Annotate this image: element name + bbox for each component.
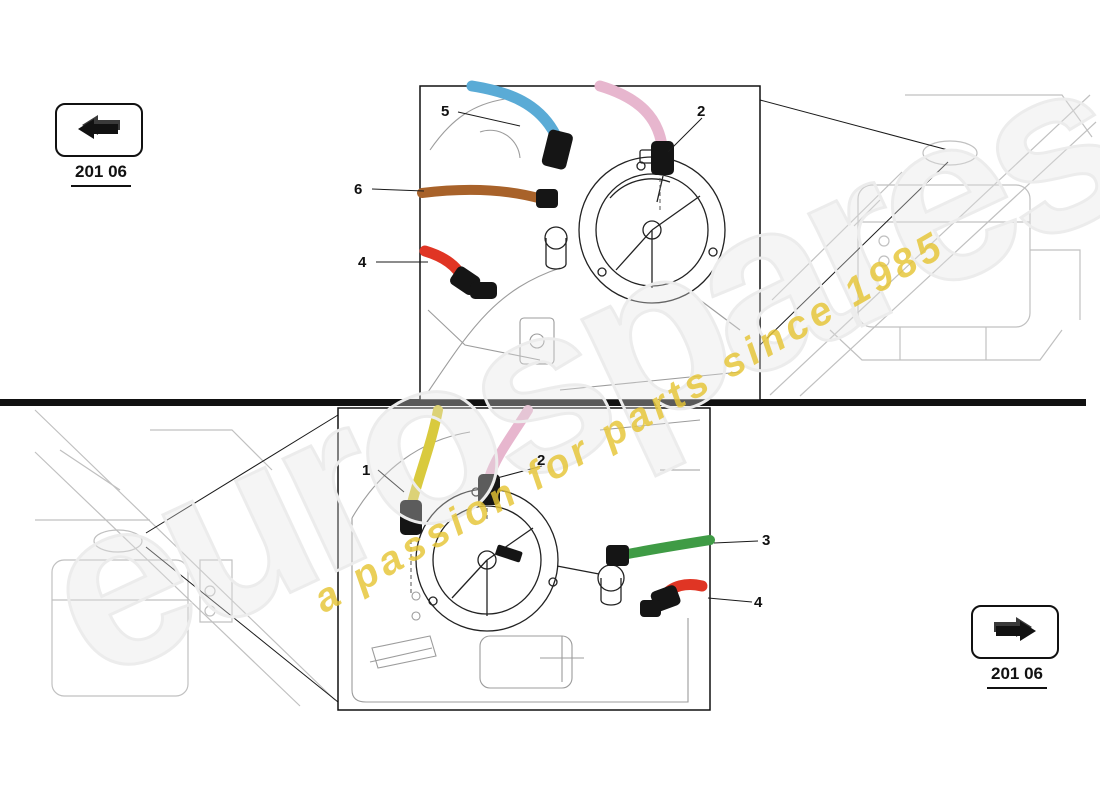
hose-blue-item5 (466, 80, 562, 142)
hose-brown-item6 (417, 184, 547, 204)
chassis-sketch-bottom-left (34, 409, 336, 707)
nav-badge-prev[interactable]: 201 06 (55, 103, 147, 187)
top-diagram-panel (417, 80, 761, 401)
callout-2-top: 2 (697, 103, 706, 120)
bottom-panel-structure (351, 419, 701, 703)
chassis-sketch-top-right (769, 94, 1097, 397)
section-divider (0, 399, 1086, 406)
callout-1-bottom: 1 (362, 462, 371, 479)
callout-6-top: 6 (354, 181, 363, 198)
top-panel-border (419, 85, 761, 401)
top-panel-structure (427, 98, 741, 393)
nav-badge-next-box[interactable] (971, 605, 1059, 659)
bottom-hose-connectors (400, 474, 681, 617)
top-hose-connectors (450, 129, 674, 299)
callout-3-bottom: 3 (762, 532, 771, 549)
section-code-label: 201 06 (987, 664, 1047, 689)
hose-pink-item2-top (594, 80, 668, 152)
arrow-right-icon (992, 616, 1038, 649)
section-code-label: 201 06 (71, 162, 131, 187)
bottom-diagram-panel (337, 405, 715, 711)
nav-badge-prev-box[interactable] (55, 103, 143, 157)
hose-pink-item2-bottom (484, 405, 533, 483)
arrow-left-icon (76, 114, 122, 147)
nav-badge-next[interactable]: 201 06 (971, 605, 1063, 689)
callout-leader-lines (371, 111, 759, 603)
callout-2-bottom: 2 (537, 452, 546, 469)
callout-5-top: 5 (441, 103, 450, 120)
bottom-panel-border (337, 407, 711, 711)
zoom-leader-lines-top (759, 99, 949, 346)
callout-4-bottom: 4 (754, 594, 763, 611)
hose-yellow-item1 (407, 405, 443, 508)
zoom-leader-lines-bottom (145, 414, 339, 703)
alignment-dashed-lines-bottom (410, 494, 488, 594)
callout-4-top: 4 (358, 254, 367, 271)
